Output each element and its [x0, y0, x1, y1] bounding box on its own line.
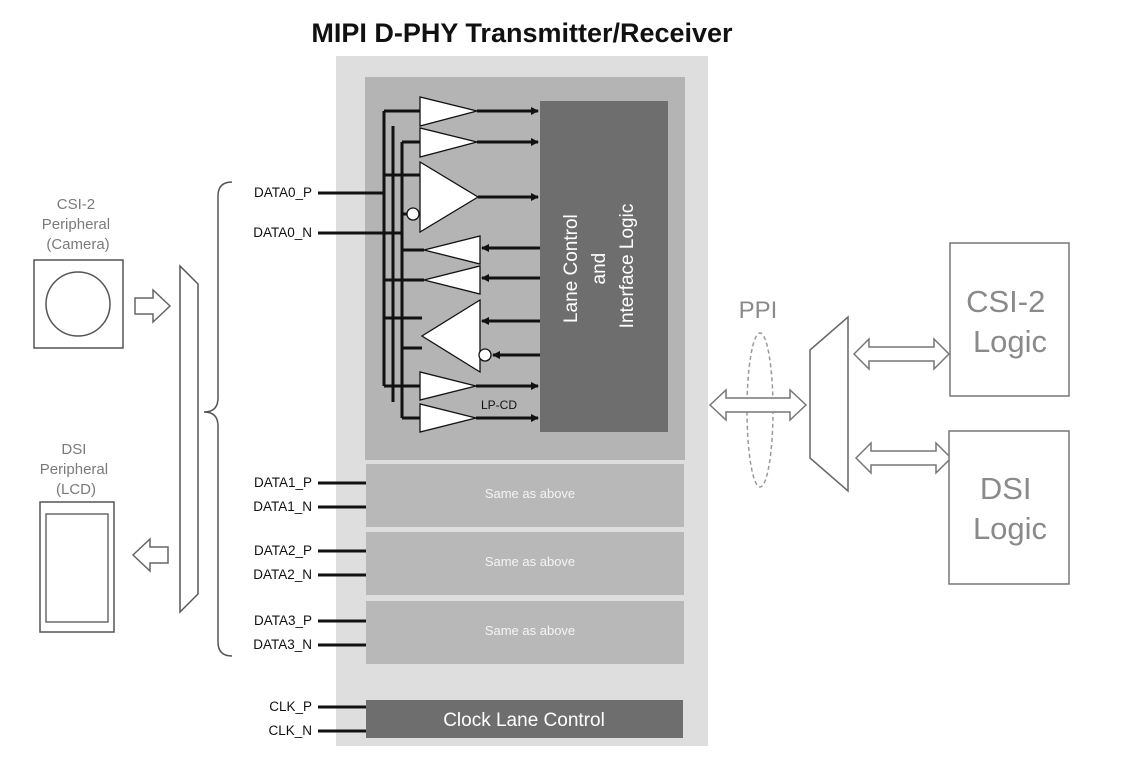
clock-lane-label: Clock Lane Control	[443, 710, 605, 731]
lane-control-label: Lane Control and Interface Logic	[561, 204, 638, 329]
dsi-logic-box	[948, 430, 1070, 585]
pin-clk-p: CLK_P	[269, 699, 312, 714]
pin-data1-p: DATA1_P	[254, 475, 312, 490]
ppi-label: PPI	[739, 297, 778, 324]
logic-mux	[809, 315, 849, 493]
pin-data2-p: DATA2_P	[254, 543, 312, 558]
pin-clk-n: CLK_N	[268, 723, 312, 738]
csi-logic-label: CSI-2 Logic	[966, 284, 1054, 359]
lane-brace	[203, 181, 233, 657]
ppi-arrow-icon	[708, 388, 808, 422]
pin-data3-p: DATA3_P	[254, 613, 312, 628]
pin-data2-n: DATA2_N	[253, 567, 312, 582]
dsi-link-arrow-icon	[854, 441, 953, 475]
diagram-title: MIPI D-PHY Transmitter/Receiver	[311, 18, 733, 48]
lp-tx-buffer-1	[423, 235, 481, 265]
lp-tx-buffer-2	[423, 265, 481, 295]
inverter-bubble	[406, 207, 420, 221]
csi-link-arrow-icon	[852, 337, 951, 371]
clock-lane-block	[366, 700, 683, 738]
lane1-block	[366, 464, 684, 527]
lane3-label: Same as above	[485, 623, 575, 638]
lcd-screen-icon	[45, 513, 109, 623]
csi-peripheral-label: CSI-2 Peripheral (Camera)	[42, 196, 115, 253]
pin-stubs	[318, 481, 366, 733]
lane2-label: Same as above	[485, 554, 575, 569]
hs-receiver	[419, 160, 480, 234]
lp-cd-label: LP-CD	[481, 398, 517, 412]
dsi-logic-label: DSI Logic	[973, 471, 1047, 546]
lane3-block	[366, 601, 684, 664]
camera-lens-icon	[45, 271, 111, 337]
csi-logic-box	[949, 242, 1070, 397]
pin-data1-n: DATA1_N	[253, 499, 312, 514]
dsi-peripheral-label: DSI Peripheral (LCD)	[40, 441, 113, 498]
hs-transmitter	[420, 298, 481, 374]
arrow-right-icon	[134, 288, 172, 324]
inverter-bubble-2	[478, 348, 492, 362]
pin-data0-p: DATA0_P	[254, 185, 312, 200]
lp-receiver	[419, 371, 477, 401]
lane-control-block	[540, 101, 668, 432]
lp-cd-detector	[419, 403, 477, 433]
pin-data0-n: DATA0_N	[253, 225, 312, 240]
tx-buffer-1	[419, 96, 478, 127]
peripheral-mux	[179, 264, 199, 614]
lane0-circuit: LP-CD	[318, 96, 540, 433]
tx-buffer-2	[419, 127, 478, 158]
arrow-left-icon	[131, 537, 169, 573]
pin-data3-n: DATA3_N	[253, 637, 312, 652]
lane2-block	[366, 532, 684, 595]
lane1-label: Same as above	[485, 486, 575, 501]
pin-labels: DATA0_P DATA0_N DATA1_P DATA1_N DATA2_P …	[253, 185, 312, 738]
